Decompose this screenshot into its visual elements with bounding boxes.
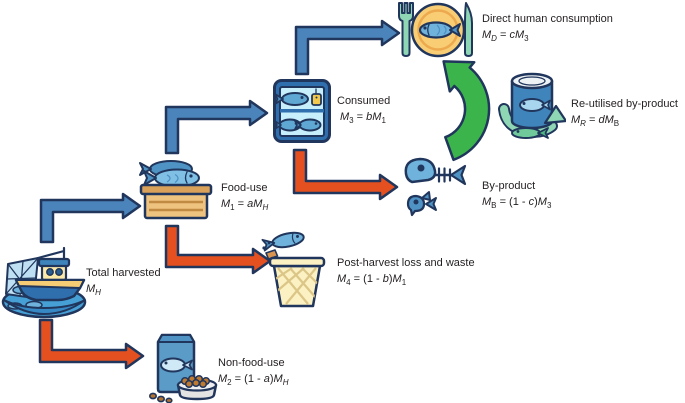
arrow-harvested-to-fooduse <box>39 192 142 244</box>
node-title: By-product <box>482 180 536 192</box>
arrow-harvested-to-nonfood <box>38 318 145 370</box>
node-formula: M3 = bM1 <box>340 110 386 125</box>
fish-display-case-icon <box>273 79 331 143</box>
pet-food-icon <box>149 333 218 403</box>
node-title: Re-utilised by-product <box>571 98 678 110</box>
label-direct-human-consumption: Direct human consumption MD = cM3 <box>482 12 613 46</box>
node-formula: M1 = aMH <box>221 197 269 212</box>
fish-bones-icon <box>404 157 467 217</box>
node-title: Total harvested <box>86 267 161 279</box>
node-title: Post-harvest loss and waste <box>337 257 475 269</box>
arrow-byproduct-recycle <box>442 60 491 162</box>
node-formula: MB = (1 - c)M3 <box>482 195 552 210</box>
label-food-use: Food-use M1 = aMH <box>221 181 268 215</box>
fish-can-recycle-icon <box>498 72 566 139</box>
arrow-fooduse-to-loss <box>164 224 272 275</box>
node-formula: MR = dMB <box>571 113 620 128</box>
label-consumed: Consumed M3 = bM1 <box>337 94 390 128</box>
arrow-consumed-to-byproduct <box>292 148 399 201</box>
node-title: Non-food-use <box>218 357 285 369</box>
label-non-food-use: Non-food-use M2 = (1 - a)MH <box>218 356 288 390</box>
node-title: Consumed <box>337 95 391 107</box>
waste-basket-icon <box>261 231 326 308</box>
node-title: Direct human consumption <box>482 13 613 25</box>
node-formula: MD = cM3 <box>482 28 529 43</box>
label-by-product: By-product MB = (1 - c)M3 <box>482 179 551 213</box>
label-total-harvested: Total harvested MH <box>86 266 161 300</box>
dinner-plate-icon <box>398 2 473 58</box>
node-formula: M4 = (1 - b)M1 <box>337 272 407 287</box>
arrow-fooduse-to-consumed <box>164 99 269 155</box>
node-formula: MH <box>86 282 101 297</box>
arrow-consumed-to-direct <box>294 19 401 76</box>
fishing-boat-icon <box>1 246 87 319</box>
label-re-utilised-by-product: Re-utilised by-product MR = dMB <box>571 97 678 131</box>
label-post-harvest-loss: Post-harvest loss and waste M4 = (1 - b)… <box>337 256 475 290</box>
fish-crate-icon <box>139 160 213 220</box>
node-title: Food-use <box>221 182 268 194</box>
node-formula: M2 = (1 - a)MH <box>218 372 289 387</box>
